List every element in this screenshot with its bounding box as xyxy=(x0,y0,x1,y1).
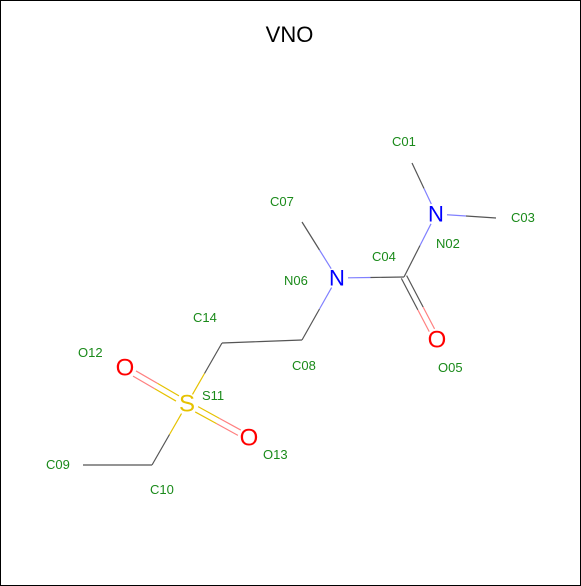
atom-label-c10: C10 xyxy=(150,482,174,497)
bond-S11-C10-b xyxy=(151,434,171,466)
bond-S11-O13-0-a xyxy=(197,406,220,419)
bond-C08-C14-a xyxy=(261,339,303,343)
bond-N02-C03-a xyxy=(446,214,467,217)
atom-label-n06: N06 xyxy=(284,273,308,288)
bond-N06-C08-a xyxy=(318,287,333,310)
atom-symbol-s11: S xyxy=(179,391,195,418)
molecule-title: VNO xyxy=(265,22,314,47)
atom-label-c09: C09 xyxy=(46,457,70,472)
atom-label-s11: S11 xyxy=(202,388,224,403)
bond-C01-N02-a xyxy=(411,162,425,189)
bond-C14-S11-b xyxy=(191,373,206,395)
atom-label-o13: O13 xyxy=(263,447,288,462)
bond-S11-O12-1-a xyxy=(157,382,180,397)
atom-label-c08: C08 xyxy=(292,358,316,373)
bond-C01-N02-b xyxy=(423,188,432,205)
atom-symbol-o13: O xyxy=(240,425,259,452)
bond-S11-O13-1-b xyxy=(216,423,239,436)
bond-S11-O13-0-b xyxy=(219,417,242,431)
bond-N06-C07-b xyxy=(301,221,321,251)
atom-symbol-o12: O xyxy=(116,355,135,382)
bond-C04-O05-1-b xyxy=(417,309,430,332)
bond-N06-C07-a xyxy=(318,249,332,269)
atom-label-o05: O05 xyxy=(438,360,463,375)
bond-N06-C08-b xyxy=(301,308,321,341)
bond-C14-S11-a xyxy=(203,342,223,374)
atom-label-c03: C03 xyxy=(511,210,535,225)
atom-label-o12: O12 xyxy=(78,345,103,360)
atom-label-c01: C01 xyxy=(392,134,416,149)
bond-S11-O12-0-a xyxy=(154,388,177,402)
atom-symbol-n06: N xyxy=(329,266,345,291)
atom-symbol-n02: N xyxy=(428,202,444,227)
bond-C04-O05-0-a xyxy=(406,275,424,308)
atom-label-c04: C04 xyxy=(372,249,396,264)
atom-label-n02: N02 xyxy=(436,236,460,251)
bond-N02-C04-a xyxy=(419,223,432,246)
bond-S11-O12-0-b xyxy=(132,375,155,390)
bond-C04-O05-0-b xyxy=(422,306,436,330)
bond-S11-C10-a xyxy=(168,413,183,435)
bond-S11-O13-1-a xyxy=(194,411,217,425)
bond-C04-N06-a xyxy=(370,276,405,279)
bond-C04-O05-1-a xyxy=(400,278,419,311)
bond-S11-O12-1-b xyxy=(135,370,158,384)
atom-symbol-o05: O xyxy=(428,327,447,354)
bond-N02-C04-b xyxy=(403,245,421,278)
atom-label-c07: C07 xyxy=(270,194,294,209)
bond-C08-C14-b xyxy=(221,340,263,344)
bond-N02-C03-b xyxy=(465,215,497,219)
atom-label-c14: C14 xyxy=(193,310,217,325)
